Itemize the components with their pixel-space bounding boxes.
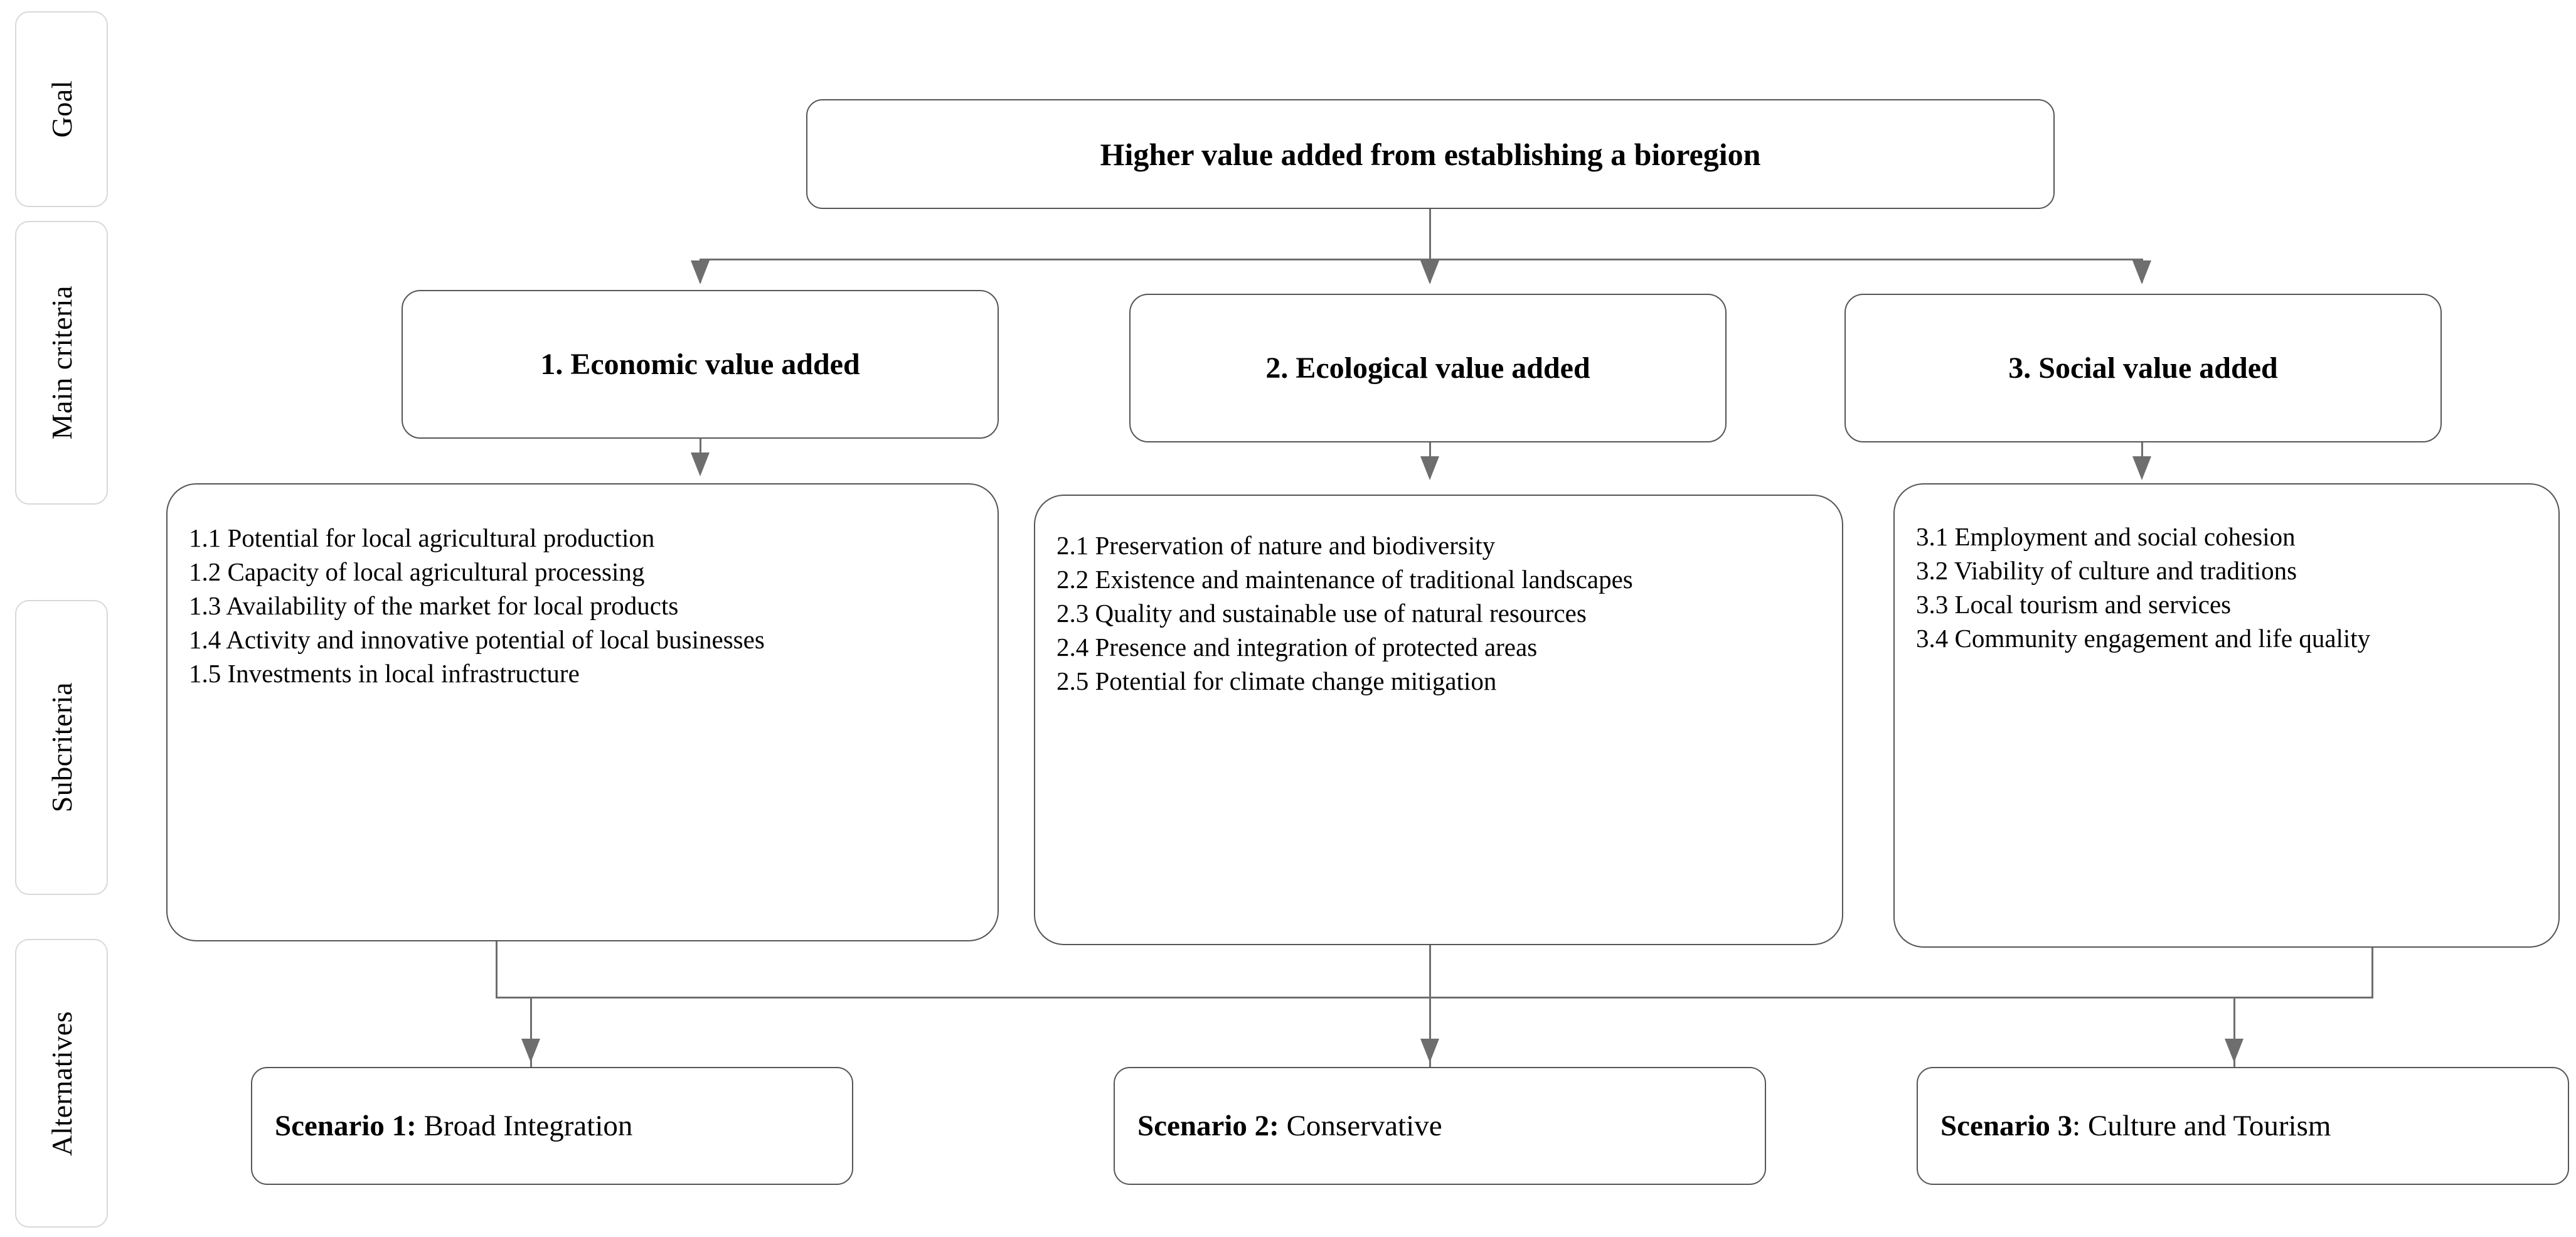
- tier-label-alternatives: Alternatives: [15, 939, 108, 1228]
- subcriteria-item: 3.2 Viability of culture and traditions: [1916, 556, 2297, 586]
- main-criteria-node-3[interactable]: 3. Social value added: [1844, 294, 2442, 442]
- connector-alt-1-drop: [530, 997, 532, 1069]
- alternative-rest-3: : Culture and Tourism: [2072, 1109, 2331, 1142]
- main-criteria-node-1[interactable]: 1. Economic value added: [402, 290, 999, 439]
- connector-main-criteria-bus: [700, 259, 2142, 260]
- connector-alt-riser-middle: [1429, 945, 1431, 998]
- subcriteria-node-2[interactable]: 2.1 Preservation of nature and biodivers…: [1034, 495, 1843, 945]
- subcriteria-list-3: 3.1 Employment and social cohesion 3.2 V…: [1895, 520, 2558, 655]
- arrowhead-alt-1: [521, 1039, 540, 1063]
- alternative-node-2[interactable]: Scenario 2: Conservative: [1114, 1067, 1766, 1185]
- alternative-lead-1: Scenario 1:: [275, 1109, 417, 1142]
- subcriteria-item: 1.4 Activity and innovative potential of…: [189, 625, 765, 655]
- arrowhead-sub-1: [691, 452, 710, 476]
- main-criteria-node-2[interactable]: 2. Ecological value added: [1129, 294, 1727, 442]
- arrowhead-alt-3: [2225, 1039, 2243, 1063]
- arrowhead-main-2: [1420, 260, 1439, 284]
- connector-alternatives-bus: [496, 997, 2373, 999]
- tier-label-main-criteria: Main criteria: [15, 221, 108, 505]
- alternative-lead-2: Scenario 2:: [1137, 1109, 1279, 1142]
- main-criteria-label-2: 2. Ecological value added: [1265, 351, 1590, 385]
- alternative-rest-2: Conservative: [1279, 1109, 1442, 1142]
- subcriteria-list-2: 2.1 Preservation of nature and biodivers…: [1035, 528, 1842, 699]
- arrowhead-main-1: [691, 260, 710, 284]
- alternative-lead-3: Scenario 3: [1940, 1109, 2073, 1142]
- alternative-label-1: Scenario 1: Broad Integration: [252, 1106, 852, 1145]
- subcriteria-item: 3.3 Local tourism and services: [1916, 590, 2232, 619]
- main-criteria-label-3: 3. Social value added: [2008, 351, 2278, 385]
- subcriteria-item: 2.3 Quality and sustainable use of natur…: [1056, 599, 1587, 628]
- alternative-label-3: Scenario 3: Culture and Tourism: [1918, 1106, 2568, 1145]
- subcriteria-item: 2.2 Existence and maintenance of traditi…: [1056, 565, 1633, 594]
- alternative-node-1[interactable]: Scenario 1: Broad Integration: [251, 1067, 853, 1185]
- tier-label-main-criteria-text: Main criteria: [45, 286, 78, 440]
- goal-node[interactable]: Higher value added from establishing a b…: [806, 99, 2055, 209]
- subcriteria-item: 3.1 Employment and social cohesion: [1916, 522, 2296, 551]
- subcriteria-node-3[interactable]: 3.1 Employment and social cohesion 3.2 V…: [1893, 483, 2560, 948]
- alternative-label-2: Scenario 2: Conservative: [1115, 1106, 1765, 1145]
- arrowhead-sub-3: [2132, 456, 2151, 480]
- subcriteria-item: 2.4 Presence and integration of protecte…: [1056, 633, 1538, 662]
- tier-label-subcriteria: Subcriteria: [15, 600, 108, 895]
- subcriteria-node-1[interactable]: 1.1 Potential for local agricultural pro…: [166, 483, 999, 941]
- subcriteria-item: 1.3 Availability of the market for local…: [189, 591, 679, 621]
- subcriteria-item: 1.2 Capacity of local agricultural proce…: [189, 557, 645, 587]
- connector-alt-riser-right: [2371, 948, 2373, 998]
- subcriteria-item: 1.1 Potential for local agricultural pro…: [189, 523, 655, 552]
- arrowhead-sub-2: [1420, 456, 1439, 480]
- connector-alt-riser-left: [496, 941, 498, 998]
- tier-label-goal-text: Goal: [45, 80, 78, 138]
- arrowhead-alt-2: [1420, 1039, 1439, 1063]
- alternative-node-3[interactable]: Scenario 3: Culture and Tourism: [1917, 1067, 2569, 1185]
- alternative-rest-1: Broad Integration: [416, 1109, 633, 1142]
- connector-alt-2-drop: [1429, 997, 1431, 1069]
- subcriteria-list-1: 1.1 Potential for local agricultural pro…: [168, 521, 998, 691]
- subcriteria-item: 1.5 Investments in local infrastructure: [189, 659, 580, 688]
- goal-node-label: Higher value added from establishing a b…: [1100, 136, 1761, 172]
- arrowhead-main-3: [2132, 260, 2151, 284]
- subcriteria-item: 3.4 Community engagement and life qualit…: [1916, 624, 2371, 653]
- connector-alt-3-drop: [2233, 997, 2235, 1069]
- tier-label-goal: Goal: [15, 11, 108, 207]
- tier-label-alternatives-text: Alternatives: [45, 1010, 78, 1156]
- subcriteria-item: 2.5 Potential for climate change mitigat…: [1056, 667, 1497, 696]
- connector-goal-stem: [1429, 209, 1431, 259]
- main-criteria-label-1: 1. Economic value added: [540, 347, 860, 381]
- subcriteria-item: 2.1 Preservation of nature and biodivers…: [1056, 531, 1496, 560]
- tier-label-subcriteria-text: Subcriteria: [45, 682, 78, 813]
